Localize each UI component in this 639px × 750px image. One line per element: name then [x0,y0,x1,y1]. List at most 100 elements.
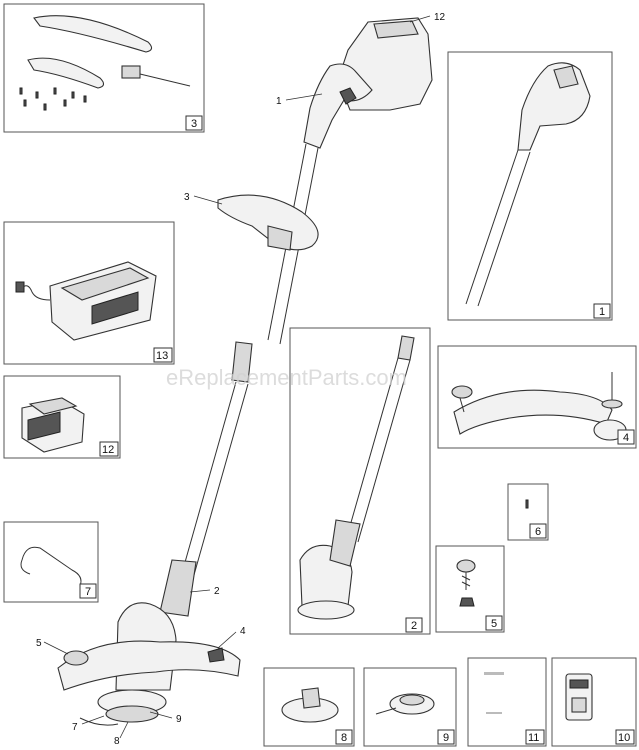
edging-wire [79,717,119,726]
box-1-label: 1 [599,306,605,318]
shaft-coupler [231,341,253,383]
box2-sleeve [329,519,361,567]
aux-handle-clamp [267,225,293,251]
knob-nut [459,597,475,607]
leader-3 [193,195,223,205]
box-6-pin: 6 [507,483,549,541]
cutoff-blade [207,647,225,663]
callout-7: 7 [72,722,78,733]
leader-4 [217,631,237,649]
callout-1: 1 [276,96,282,107]
box-10-label: 10 [618,732,630,744]
wire-shape [20,546,82,587]
guard-washer [601,399,623,409]
guard-shell [453,389,613,435]
box2-shaft-left [345,357,399,541]
box-9-label: 9 [443,732,449,744]
decal-panel [571,697,587,713]
callout-8: 8 [114,736,120,747]
box-5-tag [485,615,503,631]
box-11-tag [525,729,545,745]
box-5-label: 5 [491,618,497,630]
knob-spring [461,572,471,590]
box-11-manual: 11 [467,657,547,747]
leader-5 [43,641,69,655]
box-1-tag [593,303,611,319]
leader-9 [149,711,173,719]
callout-4: 4 [240,626,246,637]
battery-top [373,20,419,39]
box-8-tag [335,729,353,745]
box-3-tag [185,115,203,131]
pin [525,499,529,509]
callout-12: 12 [434,12,446,23]
box-6-tag [529,523,547,539]
box2-head [297,600,355,620]
box-13-tag [153,347,173,363]
box-8-spool-cap: 8 [263,667,355,747]
box-13-label: 13 [156,350,168,362]
lower-shaft-right [191,383,249,583]
box-10-decal: 10 [551,657,637,747]
manual-text-top [484,672,504,675]
charger-cord [21,285,51,301]
charger-vents [91,291,139,325]
box-7-edging-wire: 7 [3,521,99,603]
manual-text-bottom [486,712,502,714]
box-3-aux-handle-kit: 3 [3,3,205,133]
callout-5: 5 [36,638,42,649]
guard-spring [459,397,465,413]
spool-cap [105,705,159,723]
box-13-charger: 13 [3,221,175,365]
battery-stripe [27,411,61,441]
box-8-label: 8 [341,732,347,744]
box-12-battery: 12 [3,375,121,459]
box-6-label: 6 [535,526,541,538]
charger-top [60,267,150,301]
main-handle [303,63,373,149]
shaft-right [477,151,531,307]
box-7-tag [79,583,97,599]
box-7-label: 7 [85,586,91,598]
box-6-frame [507,483,549,541]
callout-9: 9 [176,714,182,725]
screws [19,87,87,111]
leader-7 [81,715,105,725]
box-2-tag [405,617,423,633]
shaft-left [465,149,519,305]
knob-cap [456,559,476,573]
box-10-tag [615,729,635,745]
handle-half-bottom [27,57,105,89]
box-2-label: 2 [411,620,417,632]
box-3-label: 3 [191,118,197,130]
bolt [139,73,191,87]
watermark: eReplacementParts.com [166,365,407,390]
spool-line [375,707,397,715]
handle-half-top [33,15,153,53]
knob [63,650,89,666]
box-9-spool: 9 [363,667,457,747]
callout-2: 2 [214,586,220,597]
spool-hub [399,694,425,706]
lower-shaft-left [179,381,237,581]
leader-2 [189,589,211,593]
auxiliary-handle [217,194,319,251]
box-12-label: 12 [102,444,114,456]
decal-logo [569,679,589,689]
cap-tab [301,687,321,709]
leader-8 [119,721,129,739]
box-2-lower-assembly: 2 [289,327,431,635]
guard-knob [451,385,473,399]
callout-3: 3 [184,192,190,203]
leader-12 [409,15,431,23]
leader-1 [285,93,323,101]
box-4-label: 4 [623,432,629,444]
charger-plug [15,281,25,293]
box2-shaft-right [357,359,411,543]
lower-sleeve [159,559,197,617]
trigger [339,87,357,105]
box-11-label: 11 [528,732,539,744]
main-assembly: 12 1 3 2 4 5 7 8 9 [36,12,446,747]
